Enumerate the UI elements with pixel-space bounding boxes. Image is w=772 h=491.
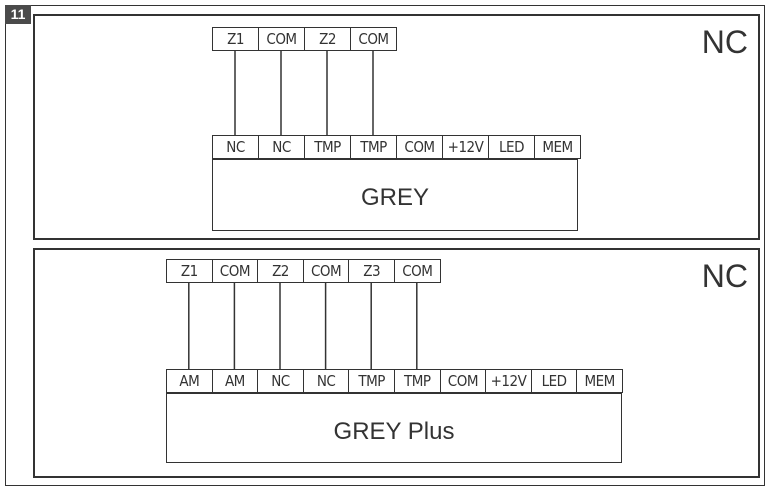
mode-label: NC	[701, 24, 748, 60]
device-terminal-tmp: TMP	[350, 135, 397, 159]
device-terminal-com: COM	[396, 135, 443, 159]
zone-terminal-com: COM	[302, 259, 350, 283]
figure-number: 11	[5, 5, 31, 24]
device-terminal-mem: MEM	[534, 135, 581, 159]
device-terminal-tmp: TMP	[304, 135, 351, 159]
device-name: GREY Plus	[333, 418, 455, 445]
zone-terminal-com: COM	[211, 259, 259, 283]
device-terminal-led: LED	[530, 369, 578, 393]
device-terminal-tmp: TMP	[348, 369, 395, 393]
zone-terminal-z3: Z3	[348, 259, 395, 283]
device-terminal-com: COM	[439, 369, 487, 393]
device-terminal-plus12v: +12V	[485, 369, 532, 393]
device-terminal-plus12v: +12V	[442, 135, 489, 159]
device-terminal-nc: NC	[302, 369, 350, 393]
device-terminal-am: AM	[211, 369, 259, 393]
zone-terminal-com: COM	[258, 27, 305, 51]
device-terminal-tmp: TMP	[394, 369, 441, 393]
zone-terminal-com: COM	[350, 27, 397, 51]
device-terminal-mem: MEM	[576, 369, 623, 393]
device-grey-plus: GREY Plus	[166, 393, 622, 463]
zone-terminal-z1: Z1	[166, 259, 213, 283]
device-terminal-led: LED	[488, 135, 535, 159]
zone-terminal-com: COM	[394, 259, 441, 283]
device-name: GREY	[360, 184, 429, 211]
zone-terminal-z2: Z2	[257, 259, 304, 283]
mode-label: NC	[701, 258, 748, 294]
device-terminal-nc: NC	[257, 369, 304, 393]
zone-terminal-z1: Z1	[212, 27, 259, 51]
device-terminal-nc: NC	[212, 135, 259, 159]
device-terminal-am: AM	[166, 369, 213, 393]
device-terminal-nc: NC	[258, 135, 305, 159]
device-grey: GREY	[212, 159, 578, 231]
figure-frame	[5, 5, 765, 486]
zone-terminal-z2: Z2	[304, 27, 351, 51]
